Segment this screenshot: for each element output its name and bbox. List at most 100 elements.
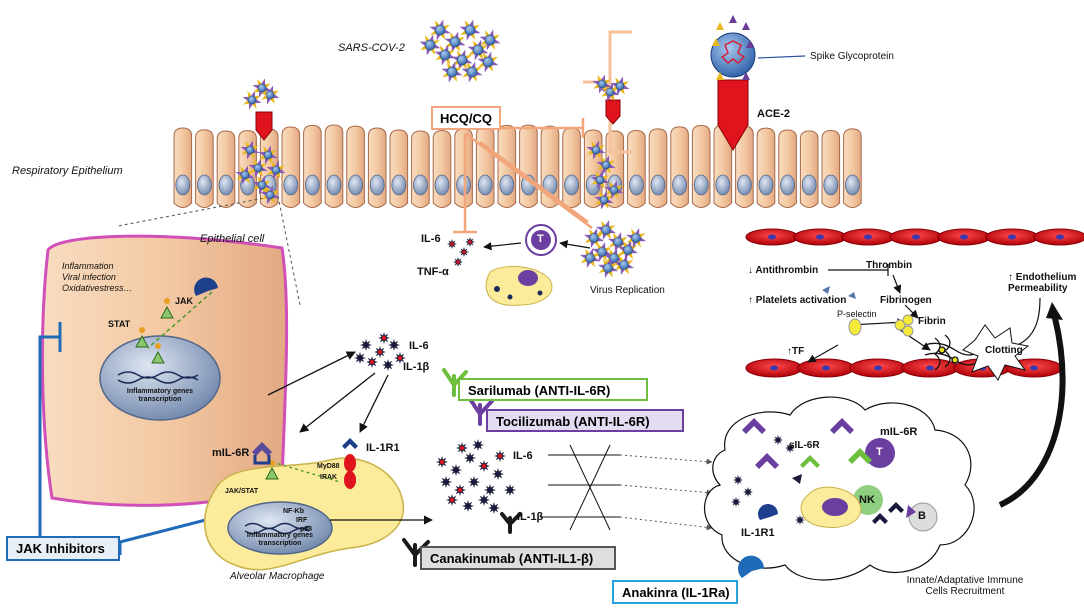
spike — [484, 66, 489, 73]
virion-body — [253, 163, 263, 173]
cytokine-core — [439, 459, 445, 465]
spike — [272, 190, 279, 195]
virion — [242, 90, 262, 110]
cytokine-star — [382, 359, 394, 371]
cytokine-core — [377, 349, 383, 355]
spike — [243, 100, 250, 105]
spike — [610, 82, 617, 87]
virion — [479, 29, 501, 51]
label-il6-mid: IL-6 — [409, 340, 429, 352]
label-inflammation: Inflammation — [62, 261, 114, 271]
cytokine-core — [459, 445, 465, 451]
spike — [487, 51, 492, 58]
ace2-receptor — [710, 32, 806, 151]
spike — [479, 36, 486, 41]
spike — [474, 29, 481, 34]
label-virus-replication: Virus Replication — [590, 285, 665, 296]
clotting-burst — [962, 324, 1030, 381]
spike — [252, 102, 257, 109]
spike — [583, 234, 591, 239]
spike — [611, 86, 618, 91]
epithelial-cell — [475, 126, 495, 208]
epithelial-cell — [367, 127, 387, 208]
endothelial-nucleus — [874, 365, 882, 371]
spike — [620, 88, 625, 95]
spike — [599, 149, 606, 154]
spike — [265, 87, 272, 92]
spike — [603, 190, 608, 197]
virion — [592, 74, 612, 94]
virion — [595, 219, 617, 241]
virion-body — [619, 260, 629, 270]
spike — [258, 91, 263, 98]
label-sars-cov-2: SARS-COV-2 — [338, 42, 405, 54]
cytokine-star — [464, 452, 476, 464]
spike — [591, 141, 596, 148]
spike — [276, 172, 281, 179]
virion-body — [631, 233, 641, 243]
spike — [598, 255, 603, 263]
endothelial-nucleus — [822, 365, 830, 371]
spike — [266, 166, 273, 171]
endothelial-nucleus — [912, 234, 920, 240]
epithelial-cell — [843, 128, 862, 208]
virion — [419, 34, 441, 56]
cytokine-star — [731, 497, 741, 507]
spike — [261, 78, 266, 85]
spike — [469, 19, 474, 26]
virion — [586, 140, 606, 160]
spike — [614, 192, 619, 199]
cytokine-star — [743, 487, 753, 497]
virion-body — [603, 263, 613, 273]
spike — [591, 248, 599, 253]
tocilizumab-box: Tocilizumab (ANTI-IL-6R) — [486, 409, 684, 432]
virion — [613, 254, 635, 276]
arrow-to-il1r1 — [359, 374, 389, 433]
spike — [253, 149, 260, 154]
epithelial-cell — [756, 127, 776, 208]
label-il6-cluster: IL-6 — [513, 450, 533, 462]
spike — [616, 89, 621, 96]
spike — [279, 169, 286, 174]
spike — [260, 191, 267, 196]
spike — [604, 202, 609, 209]
spike — [264, 180, 271, 185]
sars-cov-2-virions — [235, 15, 754, 279]
virion — [434, 44, 456, 66]
spike — [586, 146, 593, 151]
spike — [597, 264, 605, 269]
virion-body — [615, 81, 625, 91]
arrow-to-mil6r — [299, 372, 376, 433]
spike — [441, 68, 448, 73]
spike — [245, 141, 250, 148]
spike — [278, 165, 285, 170]
endothelial-nucleus — [864, 234, 872, 240]
jak-inhibitors-box: JAK Inhibitors — [6, 536, 120, 561]
spike — [250, 152, 255, 159]
cytokine-star — [360, 339, 372, 351]
endothelial-nucleus — [1008, 234, 1016, 240]
ace2-virus-spike — [712, 38, 720, 46]
virion — [596, 155, 616, 175]
cytokine-cluster-mid — [354, 332, 406, 371]
spike — [579, 254, 587, 259]
spike — [434, 51, 441, 56]
spike — [242, 96, 249, 101]
ace2-virus-spike — [742, 22, 750, 30]
spike — [592, 153, 597, 160]
spike — [610, 94, 615, 101]
label-t-top: T — [537, 233, 544, 245]
epithelial-cell — [648, 128, 668, 208]
spike — [255, 99, 262, 104]
hcq-box: HCQ/CQ — [431, 106, 501, 130]
virion — [594, 190, 614, 210]
label-p38: p38 — [300, 526, 313, 533]
virion — [451, 49, 473, 71]
epithelial-cell — [562, 127, 581, 208]
drug-antibody-icons — [402, 368, 522, 567]
spike — [474, 54, 479, 61]
cytokine-star — [488, 502, 500, 514]
spike — [273, 194, 280, 199]
epithelial-cell — [454, 128, 473, 208]
